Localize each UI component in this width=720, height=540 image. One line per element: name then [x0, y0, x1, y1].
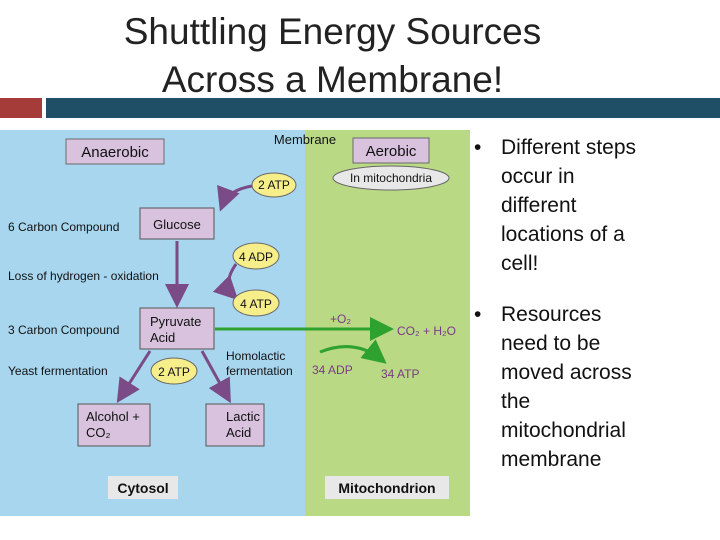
- aerobic-label: Aerobic: [366, 143, 417, 160]
- atp-top-label: 2 ATP: [258, 178, 290, 192]
- lactic-label-2: Acid: [226, 425, 251, 440]
- bullet-list: • Different steps occur in different loc…: [472, 133, 717, 496]
- bullet-1-line-1: Different steps: [501, 136, 637, 159]
- mitochondrion-label-box: [325, 476, 449, 499]
- pyruvate-box: [139, 307, 215, 350]
- bullet-text-2: Resources need to be moved across the mi…: [501, 300, 717, 474]
- glucose-label: Glucose: [153, 217, 201, 232]
- atp-4-label: 4 ATP: [240, 297, 272, 311]
- alcohol-label-2: CO₂: [86, 425, 111, 440]
- bullet-dot: •: [474, 303, 482, 326]
- bullet-2-line-3: moved across: [501, 361, 632, 384]
- bullet-2-line-2: need to be: [501, 332, 601, 355]
- bullet-1-line-4: locations of a: [501, 223, 625, 246]
- aerobic-box: [352, 137, 430, 164]
- to-alcohol-arrow: [116, 350, 152, 404]
- bullet-text-1: Different steps occur in different locat…: [501, 133, 717, 278]
- atp-34-arrow: [319, 339, 387, 364]
- bullet-2-line-6: membrane: [501, 448, 602, 471]
- atp-2-bottom-label: 2 ATP: [158, 365, 190, 379]
- accent-bar-blue: [46, 98, 720, 118]
- in-mitochondria-label: In mitochondria: [350, 171, 432, 185]
- bullet-1-line-3: different: [501, 194, 577, 217]
- bullet-2-line-4: the: [501, 390, 531, 413]
- homolactic-label-1: Homolactic: [226, 349, 285, 363]
- alcohol-label-1: Alcohol +: [86, 409, 140, 424]
- adp-4-label: 4 ADP: [239, 250, 273, 264]
- bullet-item-1: • Different steps occur in different loc…: [472, 133, 717, 278]
- energy-pathway-diagram: Anaerobic Membrane Aerobic In mitochondr…: [0, 130, 470, 516]
- title-line-2: Across a Membrane!: [161, 59, 504, 100]
- bullet-1-line-5: cell!: [501, 252, 539, 275]
- adp-34-label: 34 ADP: [312, 363, 353, 377]
- adp-to-atp-arrow: [212, 263, 239, 301]
- atp-oval-bottom: [150, 357, 198, 385]
- bullet-2-line-1: Resources: [501, 303, 602, 326]
- bullet-dot: •: [474, 136, 482, 159]
- bullet-item-2: • Resources need to be moved across the …: [472, 300, 717, 474]
- adp-oval-4: [232, 242, 280, 270]
- accent-bar-red: [0, 98, 42, 118]
- yeast-label: Yeast fermentation: [8, 364, 108, 378]
- lactic-label-1: Lactic: [226, 409, 260, 424]
- atp-34-label: 34 ATP: [381, 367, 419, 381]
- co2-h2o-label: CO₂ + H₂O: [397, 324, 456, 338]
- o2-label: +O₂: [330, 312, 351, 326]
- anaerobic-label: Anaerobic: [81, 144, 149, 161]
- title-line-1: Shuttling Energy Sources: [123, 11, 542, 52]
- three-carbon-label: 3 Carbon Compound: [8, 323, 119, 337]
- atp-consume-arrow: [217, 184, 253, 212]
- mitochondrion-label: Mitochondrion: [338, 480, 435, 496]
- atp-oval-top: [251, 172, 297, 198]
- in-mitochondria-oval: [332, 165, 450, 191]
- glucose-box: [139, 207, 215, 240]
- six-carbon-label: 6 Carbon Compound: [8, 220, 119, 234]
- lactic-box: [205, 403, 265, 447]
- atp-oval-4: [232, 289, 280, 317]
- cytosol-label-box: [108, 476, 178, 499]
- homolactic-label-2: fermentation: [226, 364, 293, 378]
- loss-hydrogen-label: Loss of hydrogen - oxidation: [8, 269, 159, 283]
- bullet-2-line-5: mitochondrial: [501, 419, 626, 442]
- cytosol-label: Cytosol: [117, 480, 168, 496]
- pyruvate-label-2: Acid: [150, 330, 175, 345]
- to-lactic-arrow: [200, 350, 231, 404]
- alcohol-box: [77, 403, 151, 447]
- slide-title: Shuttling Energy Sources Across a Membra…: [60, 8, 605, 104]
- anaerobic-box: [65, 138, 165, 165]
- bullet-1-line-2: occur in: [501, 165, 575, 188]
- membrane-label: Membrane: [274, 132, 336, 147]
- pyruvate-label-1: Pyruvate: [150, 314, 201, 329]
